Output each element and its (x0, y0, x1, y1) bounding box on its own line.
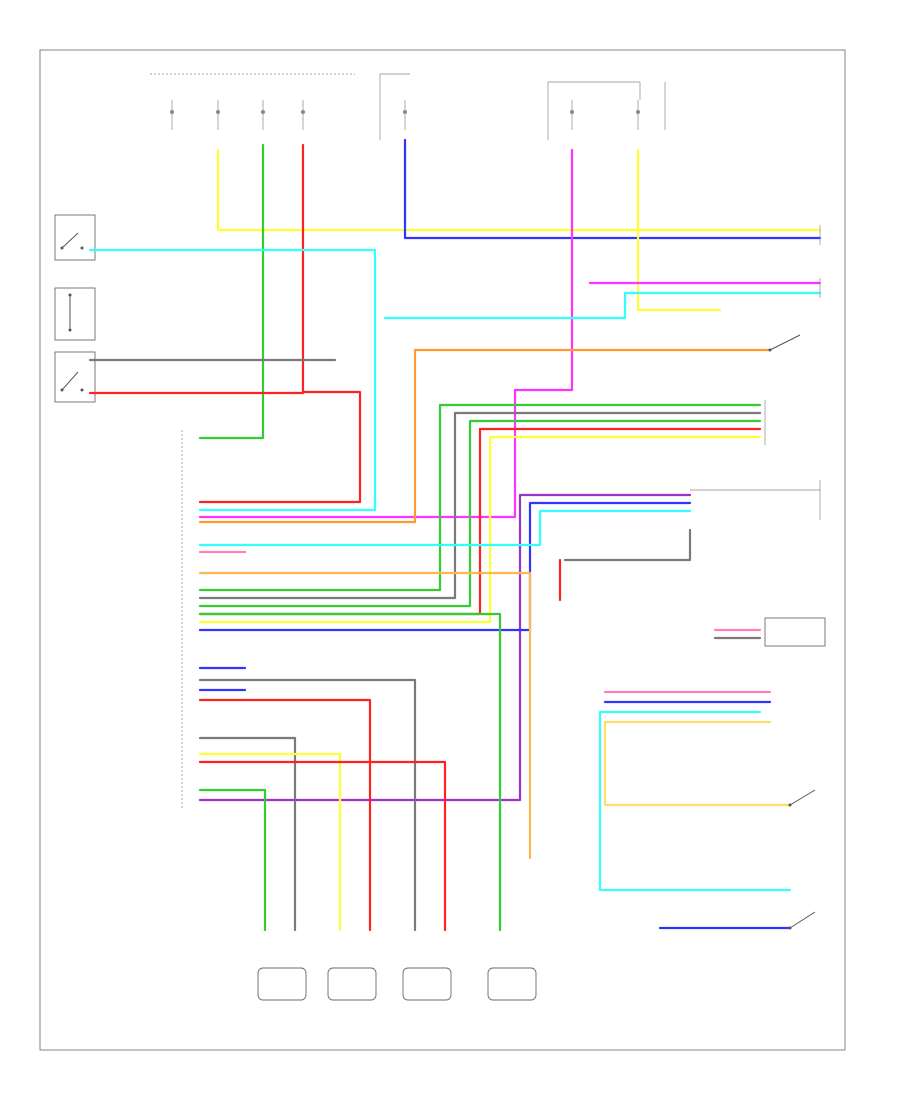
right-switch-2 (788, 789, 816, 807)
sensor-2 (327, 967, 377, 1001)
fuse-5 (403, 100, 407, 130)
yellow-wire-lower-right (603, 720, 792, 807)
sensor-4 (487, 967, 537, 1001)
fuse-3 (261, 100, 265, 130)
fuse-6 (570, 100, 574, 130)
fuse-1 (170, 100, 174, 130)
left-switch-mid (54, 287, 96, 341)
diagram-border (39, 49, 846, 1051)
red-wire-lower (198, 698, 372, 932)
sensor-3 (402, 967, 452, 1001)
blue-wire-mid (198, 501, 692, 632)
green-wire-fuse (198, 143, 265, 440)
left-switch-top (54, 214, 96, 261)
gray-wire-sensor1 (198, 736, 297, 932)
sensor-1 (257, 967, 307, 1001)
fuse-7 (636, 100, 640, 130)
cyan-wire-lower-right (598, 710, 792, 892)
green-bus-1 (198, 403, 762, 592)
wires (88, 138, 822, 932)
gray-bus-1 (198, 411, 762, 600)
orange-wire-mid (198, 571, 532, 860)
cyan-wire-right (383, 291, 822, 320)
red-wire-fuse (198, 143, 362, 504)
orange-wire (198, 348, 772, 524)
yellow-bus (198, 435, 762, 624)
gray-wire-lower (198, 678, 417, 932)
cyan-wire-left (88, 248, 377, 512)
magenta-wire (198, 148, 574, 519)
yellow-wire-right (636, 148, 722, 312)
right-switch-3 (788, 911, 816, 930)
fuse-4 (301, 100, 305, 130)
gray-wire-mid (563, 528, 692, 562)
right-module (690, 480, 821, 520)
fuse-area (150, 73, 666, 140)
yellow-wire-top (216, 148, 822, 232)
right-small-box (764, 617, 826, 647)
red-wire-lower-2 (198, 760, 447, 932)
right-switch-1 (768, 334, 801, 352)
left-switch-bottom (54, 351, 96, 403)
violet-wire-1 (198, 493, 692, 802)
green-bus-2 (198, 419, 762, 608)
fuse-2 (216, 100, 220, 130)
green-wire-sensor4 (198, 612, 502, 932)
yellow-wire-lower (198, 752, 342, 932)
blue-wire-top (403, 138, 822, 240)
cyan-wire-mid (198, 509, 692, 547)
green-wire-sensor1 (198, 788, 267, 932)
